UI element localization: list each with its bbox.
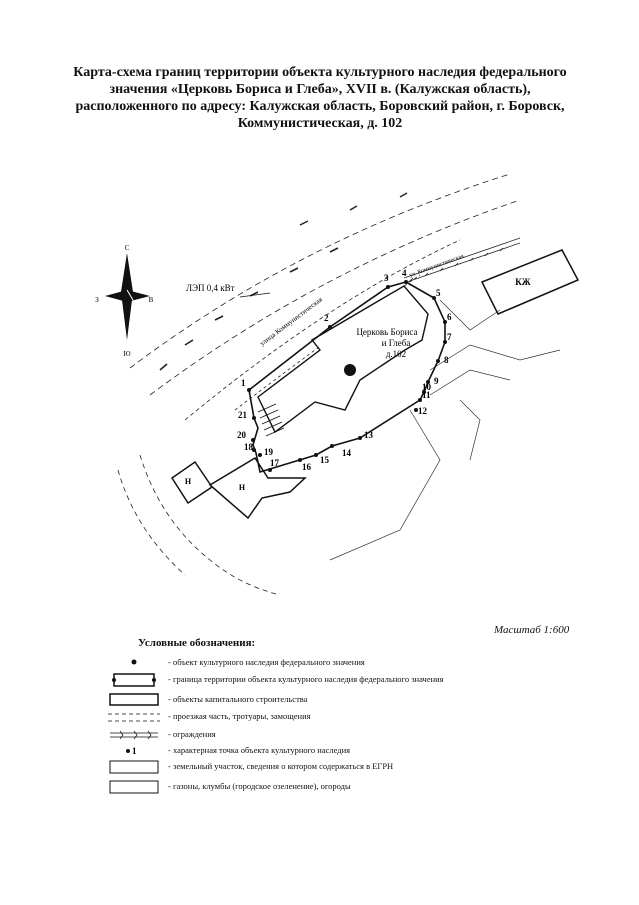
point-marker-5 [432,296,436,300]
point-marker-6 [443,320,447,324]
point-label-21: 21 [238,410,248,420]
point-marker-20 [251,438,255,442]
legend-item-roads: - проезжая часть, тротуары, замощения [106,709,526,725]
point-icon: 1 [126,746,137,756]
title-line-1: Карта-схема границ территории объекта ку… [73,65,567,80]
point-label-18: 18 [244,442,254,452]
point-label-17: 17 [270,458,280,468]
compass-west: З [95,296,99,304]
road-lines [117,173,521,596]
parcel-box-icon [109,760,159,774]
power-line-leader [239,292,271,298]
legend-text: - земельный участок, сведения о котором … [168,761,394,771]
point-label-3: 3 [384,273,389,283]
point-label-19: 19 [264,447,274,457]
point-marker-17 [268,468,272,472]
point-label-13: 13 [364,430,374,440]
point-label-2: 2 [324,313,329,323]
church-building: Церковь Бориса и Глеба д.102 [257,285,429,437]
legend-text: - граница территории объекта культурного… [168,674,444,684]
point-marker-10 [422,390,426,394]
legend-item-parcel: - земельный участок, сведения о котором … [106,759,526,775]
building-n-label-2: Н [239,483,246,492]
compass-rose: С Ю З В [95,244,153,358]
document-title: Карта-схема границ территории объекта ку… [40,64,600,132]
point-label-6: 6 [447,312,452,322]
compass-north: С [125,244,130,252]
point-label-9: 9 [434,376,439,386]
legend-item-buildings: - объекты капитального строительства [106,692,526,708]
church-label-2: и Глеба [382,338,411,348]
point-label-15: 15 [320,455,330,465]
point-marker-21 [252,416,256,420]
point-marker-13 [358,436,362,440]
point-label-20: 20 [237,430,247,440]
point-label-16: 16 [302,462,312,472]
point-marker-8 [436,359,440,363]
title-line-3: расположенного по адресу: Калужская обла… [75,99,565,114]
legend-text: - проезжая часть, тротуары, замощения [168,711,311,721]
point-marker-15 [314,453,318,457]
right-parcels [329,299,561,561]
point-label-14: 14 [342,448,352,458]
point-label-8: 8 [444,355,449,365]
road-dashes-icon [108,713,160,722]
point-marker-7 [443,340,447,344]
point-marker-18 [252,448,256,452]
point-label-1: 1 [241,378,246,388]
building-kzh-label: КЖ [515,277,531,287]
legend-text: - характерная точка объекта культурного … [168,745,351,755]
heritage-object-dot [344,364,356,376]
object-dot-icon [131,659,137,665]
fence-line [403,237,521,284]
fence-icon [110,730,158,740]
legend-text: - объекты капитального строительства [168,694,308,704]
point-marker-11 [418,398,422,402]
boundary-icon [112,673,156,687]
point-marker-1 [247,388,251,392]
point-label-5: 5 [436,288,441,298]
heritage-boundary [248,281,446,474]
title-line-2: значения «Церковь Бориса и Глеба», XVII … [109,82,531,97]
point-marker-3 [386,285,390,289]
point-marker-12 [414,408,418,412]
point-marker-9 [426,380,430,384]
legend-item-boundary: - граница территории объекта культурного… [106,672,526,688]
legend-item-point: 1 - характерная точка объекта культурног… [106,743,526,759]
building-n-label-1: Н [185,477,192,486]
building-box-icon [109,693,159,706]
point-icon-label: 1 [132,746,137,756]
point-label-4: 4 [402,268,407,278]
legend-text: - газоны, клумбы (городское озеленение),… [168,781,351,791]
scale-note: Масштаб 1:600 [494,624,570,636]
stairs [257,403,285,437]
point-marker-4 [404,280,408,284]
point-marker-19 [258,453,262,457]
legend-item-fence: - ограждения [106,727,526,743]
legend-text: - объект культурного наследия федерально… [168,657,365,667]
street-label-2: ул. Коммунистическая [409,253,465,278]
legend-item-lawn: - газоны, клумбы (городское озеленение),… [106,779,526,795]
compass-south: Ю [123,350,130,358]
point-marker-14 [330,444,334,448]
power-line-label: ЛЭП 0,4 кВт [186,283,235,293]
church-label-3: д.102 [386,349,406,359]
legend-item-object: - объект культурного наследия федерально… [106,655,526,671]
compass-east: В [149,296,154,304]
title-line-4: Коммунистическая, д. 102 [237,116,403,131]
point-label-10: 10 [422,382,432,392]
church-label-1: Церковь Бориса [356,327,417,337]
point-label-11: 11 [422,390,431,400]
point-marker-16 [298,458,302,462]
lawn-box-icon [109,780,159,794]
point-marker-2 [328,325,332,329]
point-label-7: 7 [447,332,452,342]
building-kzh: КЖ [480,249,580,315]
point-label-12: 12 [418,406,428,416]
site-map: КЖ Церковь Бориса и Глеба д.102 Н Н улиц… [95,173,580,596]
legend-text: - ограждения [168,729,216,739]
legend-title: Условные обозначения: [138,637,256,649]
buildings-n [170,456,307,520]
